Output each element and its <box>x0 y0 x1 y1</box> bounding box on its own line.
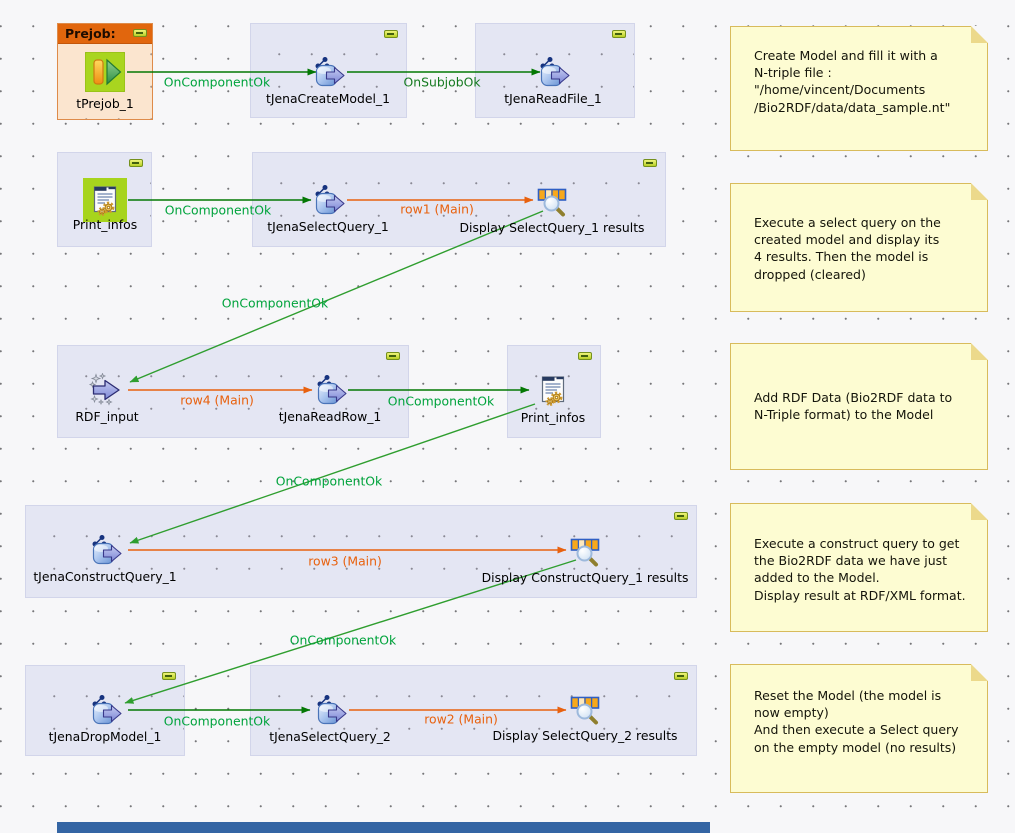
jena-component-icon <box>92 695 122 725</box>
component-tJenaConstructQuery_1[interactable]: tJenaConstructQuery_1 <box>33 533 177 584</box>
connection-label[interactable]: OnSubjobOk <box>403 74 481 90</box>
prejob-title: Prejob: <box>65 26 116 41</box>
print-infos-icon <box>93 186 117 217</box>
component-label: tJenaSelectQuery_1 <box>267 219 389 234</box>
jena-component-icon <box>315 185 345 215</box>
jena-component-icon <box>540 57 570 87</box>
connection-label[interactable]: OnComponentOk <box>221 295 329 311</box>
component-tJenaReadFile_1[interactable]: tJenaReadFile_1 <box>504 55 602 106</box>
component-label: Display ConstructQuery_1 results <box>481 570 689 585</box>
subjob-collapse-button[interactable] <box>674 512 688 520</box>
connection-label[interactable]: OnComponentOk <box>387 393 495 409</box>
logrow-icon <box>570 696 600 725</box>
component-label: RDF_input <box>75 409 139 424</box>
component-label: tJenaReadRow_1 <box>278 409 382 424</box>
connection-label[interactable]: row3 (Main) <box>308 553 382 569</box>
subjob-collapse-button[interactable] <box>612 30 626 38</box>
connection-line-OnComponentOk[interactable] <box>129 210 544 383</box>
component-label: tJenaDropModel_1 <box>48 729 162 744</box>
connection-label[interactable]: OnComponentOk <box>164 202 272 218</box>
connection-line-OnComponentOk[interactable] <box>124 559 577 704</box>
note-folded-corner <box>971 503 988 520</box>
component-label: Print_infos <box>72 217 138 232</box>
note-folded-corner <box>971 664 988 681</box>
component-tJenaSelectQuery_1[interactable]: tJenaSelectQuery_1 <box>267 183 389 234</box>
sticky-note-text: Execute a construct query to get the Bio… <box>754 536 966 603</box>
connection-label[interactable]: row2 (Main) <box>424 711 498 727</box>
connection-line-OnComponentOk[interactable] <box>129 403 536 544</box>
component-Display_SelectQuery_2_results[interactable]: Display SelectQuery_2 results <box>492 690 678 743</box>
sticky-note[interactable]: Execute a construct query to get the Bio… <box>730 503 988 632</box>
component-label: tPrejob_1 <box>76 96 134 111</box>
sticky-note[interactable]: Create Model and fill it with a N-triple… <box>730 26 988 151</box>
sticky-note-text: Execute a select query on the created mo… <box>754 215 941 282</box>
connection-label[interactable]: row4 (Main) <box>180 392 254 408</box>
jena-component-icon <box>315 57 345 87</box>
component-tJenaCreateModel_1[interactable]: tJenaCreateModel_1 <box>266 55 390 106</box>
connection-label[interactable]: OnComponentOk <box>289 632 397 648</box>
subjob-collapse-button[interactable] <box>643 159 657 167</box>
prejob-icon <box>85 52 125 92</box>
jena-component-icon <box>317 375 347 405</box>
component-tJenaSelectQuery_2[interactable]: tJenaSelectQuery_2 <box>269 693 391 744</box>
component-label: tJenaSelectQuery_2 <box>269 729 391 744</box>
subjob-collapse-button[interactable] <box>133 29 147 37</box>
connection-label[interactable]: OnComponentOk <box>163 74 271 90</box>
component-Print_infos_1[interactable]: Print_infos <box>73 178 137 232</box>
logrow-icon <box>570 538 600 567</box>
note-folded-corner <box>971 343 988 360</box>
subjob-collapse-button[interactable] <box>386 352 400 360</box>
component-label: Print_infos <box>520 410 586 425</box>
logrow-icon <box>537 188 567 217</box>
sticky-note[interactable]: Add RDF Data (Bio2RDF data to N-Triple f… <box>730 343 988 470</box>
component-label: tJenaCreateModel_1 <box>265 91 391 106</box>
fixed-flow-input-icon <box>88 373 120 406</box>
note-folded-corner <box>971 26 988 43</box>
component-label: Display SelectQuery_2 results <box>492 728 678 743</box>
component-Display_ConstructQuery_1_results[interactable]: Display ConstructQuery_1 results <box>482 532 688 585</box>
horizontal-scrollbar[interactable] <box>57 822 710 833</box>
subjob-collapse-button[interactable] <box>674 672 688 680</box>
component-label: Display SelectQuery_1 results <box>459 220 645 235</box>
subjob-collapse-button[interactable] <box>384 30 398 38</box>
sticky-note[interactable]: Reset the Model (the model is now empty)… <box>730 664 988 793</box>
connection-label[interactable]: OnComponentOk <box>275 473 383 489</box>
sticky-note[interactable]: Execute a select query on the created mo… <box>730 183 988 312</box>
print-infos-icon <box>541 376 565 407</box>
subjob-collapse-button[interactable] <box>162 672 176 680</box>
subjob-collapse-button[interactable] <box>129 159 143 167</box>
component-tJenaReadRow_1[interactable]: tJenaReadRow_1 <box>279 373 381 424</box>
subjob-collapse-button[interactable] <box>578 352 592 360</box>
sticky-note-text: Add RDF Data (Bio2RDF data to N-Triple f… <box>754 390 953 423</box>
component-tJenaDropModel_1[interactable]: tJenaDropModel_1 <box>49 693 161 744</box>
component-label: tJenaConstructQuery_1 <box>33 569 177 584</box>
component-RDF_input[interactable]: RDF_input <box>75 373 139 424</box>
note-folded-corner <box>971 183 988 200</box>
jena-component-icon <box>317 695 347 725</box>
sticky-note-text: Reset the Model (the model is now empty)… <box>754 688 959 755</box>
component-label: tJenaReadFile_1 <box>504 91 602 106</box>
connection-label[interactable]: row1 (Main) <box>400 201 474 217</box>
component-tPrejob_1[interactable]: tPrejob_1 <box>76 52 134 111</box>
connection-label[interactable]: OnComponentOk <box>163 713 271 729</box>
component-Print_infos_2[interactable]: Print_infos <box>521 372 585 425</box>
component-Display_SelectQuery_1_results[interactable]: Display SelectQuery_1 results <box>459 182 645 235</box>
prejob-header: Prejob: <box>58 24 152 44</box>
sticky-note-text: Create Model and fill it with a N-triple… <box>754 48 951 115</box>
jena-component-icon <box>92 535 122 565</box>
